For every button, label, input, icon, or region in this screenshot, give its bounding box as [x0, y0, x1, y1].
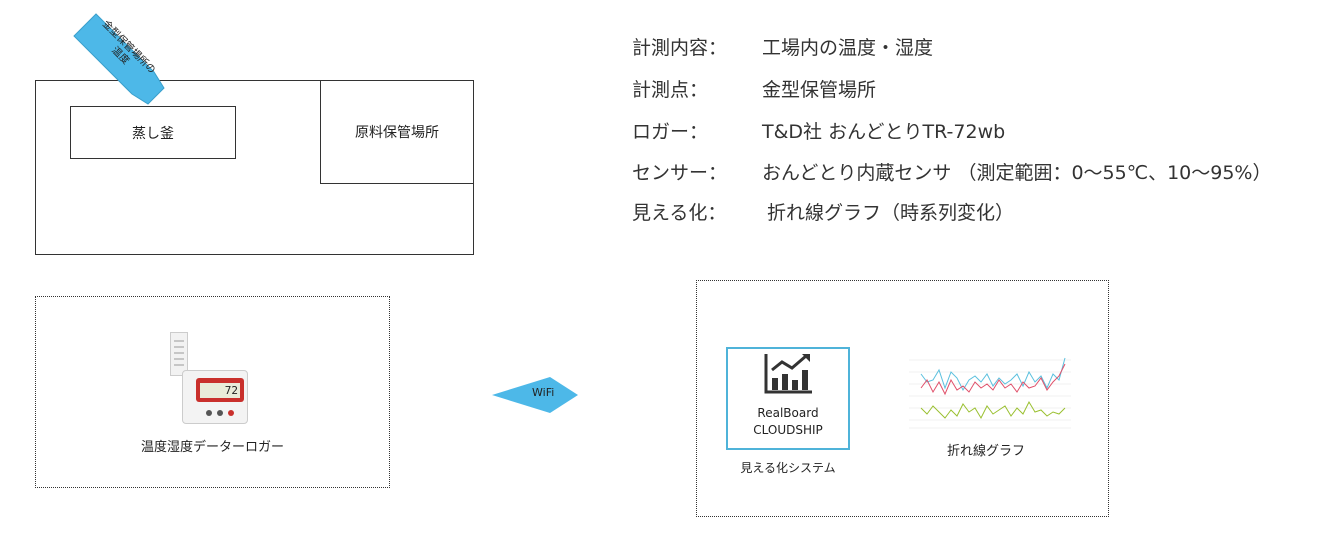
info-value: T&D社 おんどとりTR-72wb: [762, 121, 1006, 143]
info-value: 金型保管場所: [762, 79, 877, 101]
info-key: 見える化：: [632, 202, 727, 224]
steamer-label: 蒸し釜: [132, 125, 174, 142]
info-row-measurement: 計測内容： 工場内の温度・湿度: [632, 35, 933, 61]
chart-caption: 折れ線グラフ: [946, 444, 1025, 459]
info-row-logger: ロガー： T&D社 おんどとりTR-72wb: [632, 119, 1005, 145]
logger-label: 温度湿度データーロガー: [140, 440, 284, 455]
info-row-point: 計測点： 金型保管場所: [632, 77, 876, 103]
measurement-point-marker: [73, 13, 165, 105]
info-value: 折れ線グラフ（時系列変化）: [767, 202, 1015, 224]
realboard-name-line1: RealBoard: [757, 406, 819, 420]
info-key: センサー：: [632, 162, 728, 184]
realboard-card: [726, 347, 850, 450]
line-chart-thumbnail: [909, 357, 1071, 429]
wifi-label: WiFi: [532, 386, 555, 399]
info-key: 計測点：: [632, 79, 709, 101]
visualization-panel: [696, 280, 1109, 517]
info-row-visualization: 見える化： 折れ線グラフ（時系列変化）: [632, 200, 1014, 226]
info-row-sensor: センサー： おんどとり内蔵センサ （測定範囲：0～55℃、10～95%）: [632, 160, 1271, 186]
info-value: 工場内の温度・湿度: [762, 37, 934, 59]
realboard-name: RealBoard CLOUDSHIP: [726, 405, 850, 439]
logger-button-icon: [206, 410, 212, 416]
info-key: 計測内容：: [632, 37, 728, 59]
sensor-probe-icon: [170, 332, 188, 376]
visualization-system-caption: 見える化システム: [740, 461, 836, 475]
logger-button-icon: [217, 410, 223, 416]
wifi-arrow-icon: [492, 377, 578, 413]
logger-button-icon: [228, 410, 234, 416]
storage-label: 原料保管場所: [355, 125, 439, 141]
realboard-name-line2: CLOUDSHIP: [753, 423, 823, 437]
info-key: ロガー：: [632, 121, 709, 143]
bar-chart-trend-icon: [764, 354, 812, 394]
data-logger-panel: [35, 296, 390, 488]
info-value: おんどとり内蔵センサ （測定範囲：0～55℃、10～95%）: [762, 162, 1272, 184]
raw-material-storage-area: 原料保管場所: [320, 80, 474, 184]
logger-display-value: 72: [200, 383, 240, 398]
steamer-area: 蒸し釜: [70, 106, 236, 159]
